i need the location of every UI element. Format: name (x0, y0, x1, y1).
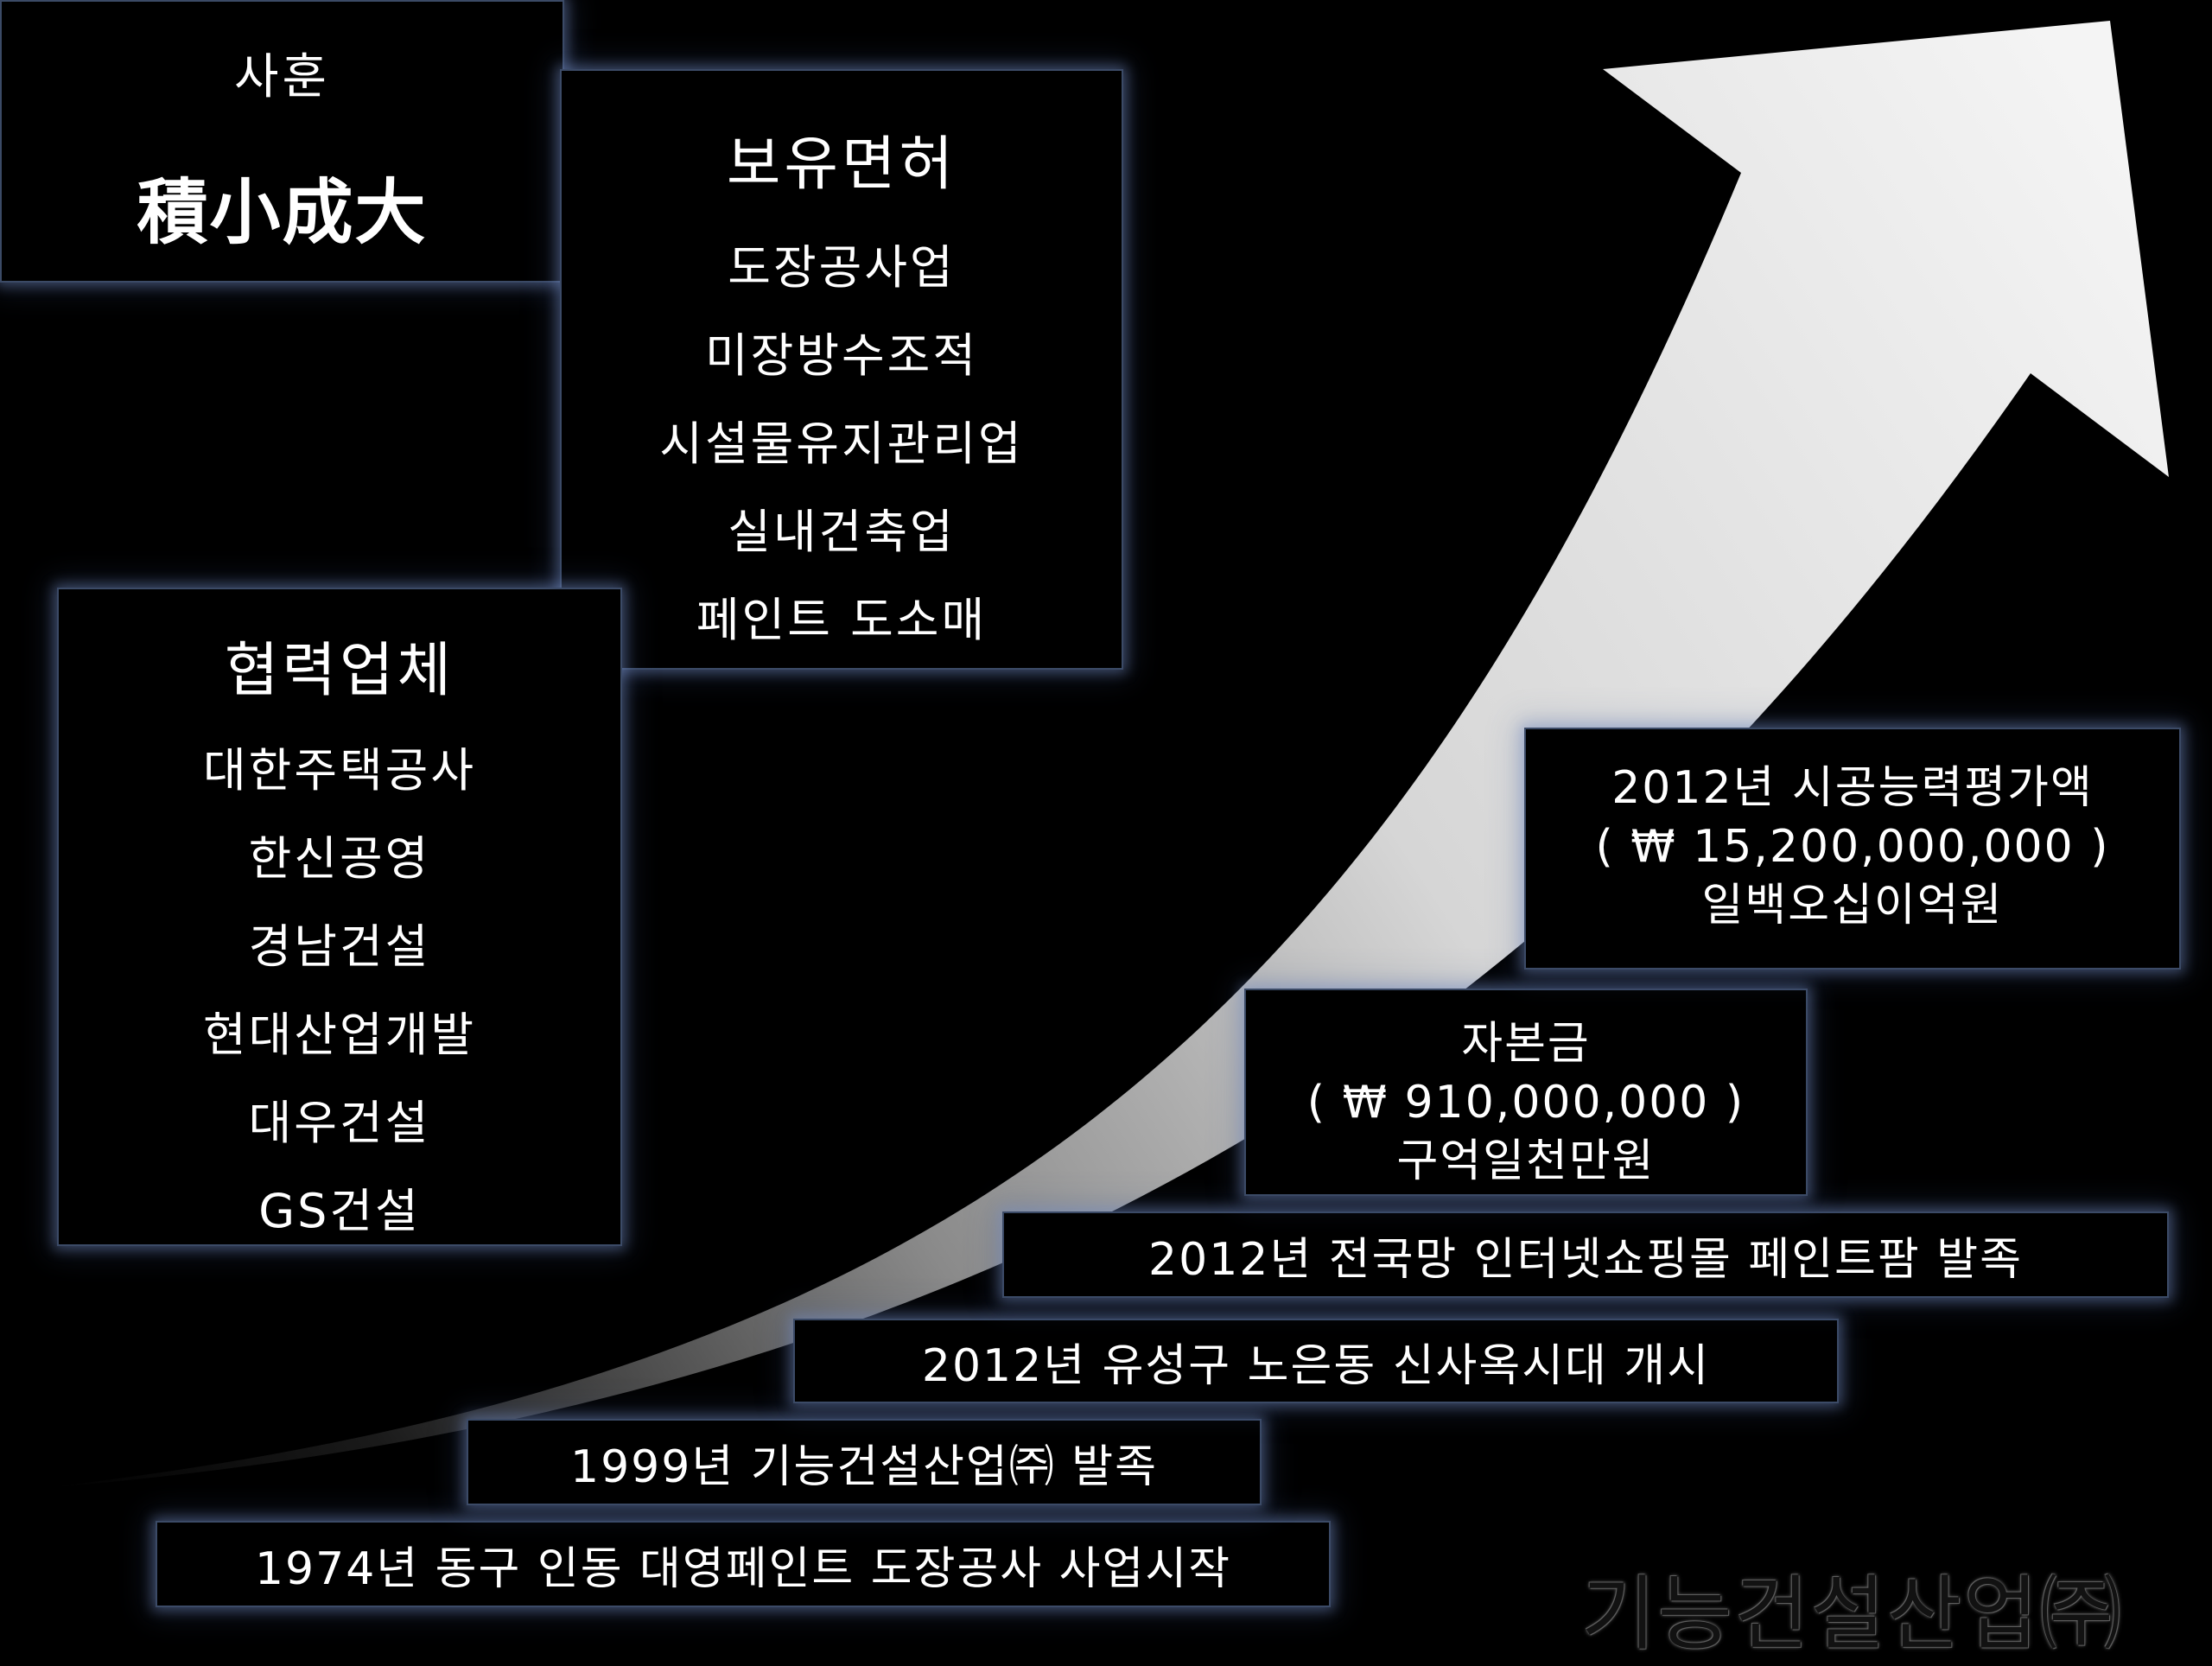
license-item: 도장공사업 (728, 240, 956, 295)
partner-item: 대우건설 (248, 1096, 431, 1150)
capital-box: 자본금 ( ₩ 910,000,000 ) 구억일천만원 (1244, 989, 1808, 1196)
partner-item: 경남건설 (248, 919, 431, 974)
partner-item: GS건설 (258, 1184, 421, 1238)
history-2012-mall-text: 2012년 전국망 인터넷쇼핑몰 페인트팜 발족 (1148, 1233, 2023, 1286)
company-name: 기능건설산업㈜ (1581, 1567, 2123, 1662)
license-item: 실내건축업 (728, 505, 956, 559)
evaluation-title: 2012년 시공능력평가액 (1611, 762, 2094, 814)
partner-item: 한신공영 (248, 831, 431, 886)
evaluation-words: 일백오십이억원 (1701, 880, 2004, 932)
licenses-heading: 보유면허 (726, 130, 957, 199)
license-item: 시설물유지관리업 (659, 416, 1024, 471)
partner-item: 현대산업개발 (202, 1008, 477, 1062)
capital-title: 자본금 (1461, 1018, 1591, 1070)
history-2012-office-text: 2012년 유성구 노은동 신사옥시대 개시 (921, 1339, 1711, 1392)
license-item: 미장방수조적 (704, 328, 979, 383)
partners-heading: 협력업체 (224, 637, 455, 705)
partners-box: 협력업체 대한주택공사 한신공영 경남건설 현대산업개발 대우건설 GS건설 (57, 588, 622, 1246)
history-2012-office-box: 2012년 유성구 노은동 신사옥시대 개시 (793, 1319, 1839, 1403)
licenses-box: 보유면허 도장공사업 미장방수조적 시설물유지관리업 실내건축업 페인트 도소매 (560, 69, 1123, 670)
evaluation-amount: ( ₩ 15,200,000,000 ) (1595, 821, 2110, 873)
history-1974-text: 1974년 동구 인동 대영페인트 도장공사 사업시작 (254, 1542, 1232, 1595)
capital-words: 구억일천만원 (1396, 1135, 1656, 1187)
license-item: 페인트 도소매 (696, 593, 988, 647)
motto-slogan: 積小成大 (137, 171, 428, 254)
history-1999-box: 1999년 기능건설산업㈜ 발족 (467, 1419, 1262, 1505)
history-2012-mall-box: 2012년 전국망 인터넷쇼핑몰 페인트팜 발족 (1002, 1211, 2169, 1298)
history-1999-text: 1999년 기능건설산업㈜ 발족 (570, 1440, 1158, 1493)
evaluation-box: 2012년 시공능력평가액 ( ₩ 15,200,000,000 ) 일백오십이… (1524, 728, 2181, 970)
partner-item: 대한주택공사 (202, 743, 477, 798)
motto-box: 사훈 積小成大 (0, 0, 564, 283)
motto-label: 사훈 (233, 49, 331, 105)
capital-amount: ( ₩ 910,000,000 ) (1306, 1077, 1745, 1129)
growth-arrow-shape (43, 21, 2169, 1488)
history-1974-box: 1974년 동구 인동 대영페인트 도장공사 사업시작 (156, 1521, 1331, 1607)
